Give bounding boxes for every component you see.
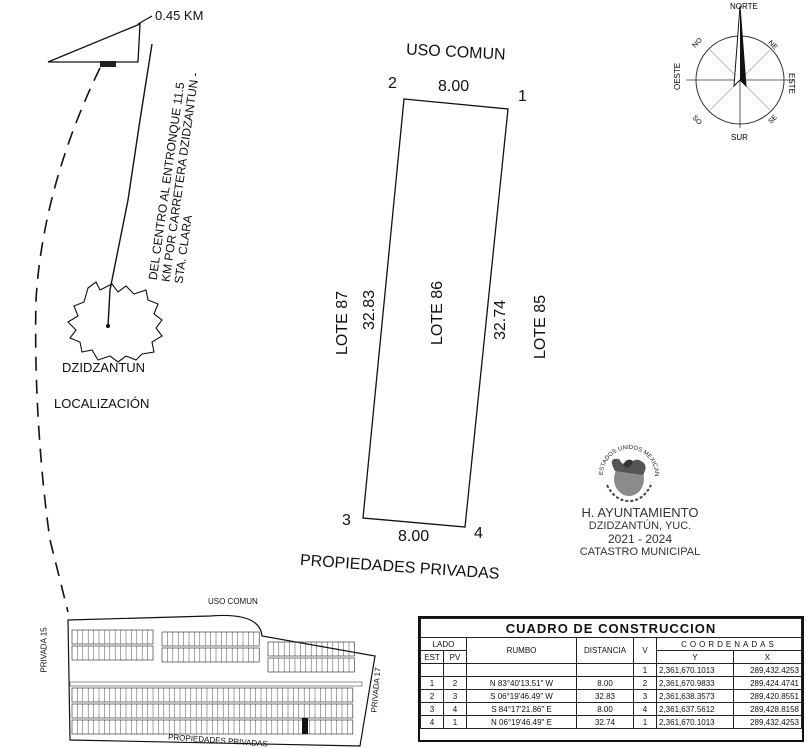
cell-dist: 8.00 (576, 676, 634, 690)
junction-marker-line (137, 15, 153, 25)
seal-line-4: CATASTRO MUNICIPAL (579, 546, 701, 558)
compass-ne: NE (767, 39, 779, 51)
compass-sw: SO (691, 114, 703, 126)
seal-line-2: DZIDZANTÚN, YUC. (588, 520, 692, 532)
vertex-1: 1 (518, 88, 527, 105)
location-sketch (34, 15, 163, 613)
compass-nw: NO (691, 37, 704, 50)
cell-rumbo: N 06°19'46.49" E (466, 715, 577, 729)
compass-north-arrow-fill (740, 6, 746, 86)
table-title: CUADRO DE CONSTRUCCION (420, 618, 802, 638)
col-y: Y (656, 650, 734, 664)
block-mini-map (67, 614, 376, 747)
cell-dist: 8.00 (576, 702, 634, 716)
road-line (107, 43, 153, 327)
compass-west: OESTE (673, 63, 682, 90)
cell-rumbo: S 06°19'46.49" W (466, 689, 577, 703)
cell-x: 289,428.8158 (732, 702, 803, 716)
cell-y: 2,361,670.1013 (656, 663, 734, 677)
cell-v: 1 (633, 715, 657, 729)
cell-pv: 3 (443, 689, 467, 703)
col-coordenadas: COORDENADAS (656, 637, 802, 651)
col-est: EST (420, 650, 444, 664)
cell-est: 1 (420, 676, 444, 690)
lot-strip (71, 629, 154, 645)
compass-east: ESTE (787, 73, 796, 94)
seal-line-1: H. AYUNTAMIENTO (581, 505, 699, 520)
table-row: 2 3 S 06°19'46.49" W 32.83 3 2,361,638.3… (420, 689, 803, 703)
table-row: 1 2,361,670.1013 289,432.4253 (420, 663, 803, 677)
col-lado: LADO (420, 637, 467, 651)
lot-plot (362, 98, 509, 528)
left-neighbor-label: LOTE 87 (334, 290, 351, 356)
plot-top-distance: 8.00 (438, 78, 470, 95)
cell-x: 289,424.4741 (732, 676, 803, 690)
center-lot-label: LOTE 86 (429, 280, 446, 346)
cell-est: 2 (420, 689, 444, 703)
town-label: DZIDZANTUN (62, 360, 146, 375)
cell-y: 2,361,638.3573 (656, 689, 734, 703)
cell-y: 2,361,637.5612 (656, 702, 734, 716)
col-distancia: DISTANCIA (576, 637, 634, 664)
compass-south: SUR (731, 133, 748, 142)
cell-x: 289,420.8551 (732, 689, 803, 703)
lot-strip (71, 645, 154, 661)
cell-pv: 1 (443, 715, 467, 729)
town-center-dot (106, 324, 110, 328)
town-outline (67, 281, 163, 363)
road-junction-triangle (47, 23, 141, 63)
table-row: 3 4 S 84°17'21.86" E 8.00 4 2,361,637.56… (420, 702, 803, 716)
left-distance: 32.83 (361, 289, 378, 331)
cell-rumbo: N 83°40'13.51" W (466, 676, 577, 690)
compass-se: SE (767, 114, 779, 126)
table-row: 4 1 N 06°19'46.49" E 32.74 1 2,361,670.1… (420, 715, 803, 729)
dashed-leader (34, 67, 101, 613)
cell-dist: 32.83 (576, 689, 634, 703)
compass-north: NORTE (730, 2, 758, 11)
cell-pv: 4 (443, 702, 467, 716)
cell-v: 2 (633, 676, 657, 690)
parcel-marker (100, 61, 116, 67)
cell-rumbo: S 84°17'21.86" E (466, 702, 577, 716)
compass-rose: NORTE SUR ESTE OESTE NO NE SO SE (673, 2, 796, 142)
seal-line-3: 2021 - 2024 (607, 532, 673, 546)
cell-pv: 2 (443, 676, 467, 690)
col-pv: PV (443, 650, 467, 664)
vertex-3: 3 (342, 512, 351, 529)
mini-left-label: PRIVADA 15 (39, 627, 49, 673)
cell-y: 2,361,670.1013 (656, 715, 734, 729)
vertex-4: 4 (474, 525, 483, 542)
lot-86-polygon (362, 98, 509, 528)
seal-emblem: ESTADOS UNIDOS MEXICANOS (593, 435, 659, 503)
cell-v: 3 (633, 689, 657, 703)
right-distance: 32.74 (492, 299, 509, 341)
cell-dist: 32.74 (576, 715, 634, 729)
eagle-head (623, 459, 633, 468)
cell-y: 2,361,670.9833 (656, 676, 734, 690)
cell-x: 289,432.4253 (732, 715, 803, 729)
block-boundary (67, 614, 376, 747)
cell-est: 3 (420, 702, 444, 716)
col-v: V (633, 637, 657, 664)
cell-est: 4 (420, 715, 444, 729)
col-x: X (732, 650, 803, 664)
construction-table: CUADRO DE CONSTRUCCION LADO RUMBO DISTAN… (418, 616, 804, 742)
distance-label: 0.45 KM (155, 8, 204, 23)
right-neighbor-label: LOTE 85 (532, 294, 549, 360)
location-label: LOCALIZACIÓN (54, 396, 150, 411)
vertex-2: 2 (388, 75, 397, 92)
mini-top-label: USO COMUN (208, 597, 258, 606)
highlighted-lot-86 (302, 718, 308, 734)
seal-text: H. AYUNTAMIENTO DZIDZANTÚN, YUC. 2021 - … (540, 505, 740, 558)
plot-bottom-distance: 8.00 (398, 528, 430, 545)
common-use-strip (69, 681, 363, 687)
table-row: 1 2 N 83°40'13.51" W 8.00 2 2,361,670.98… (420, 676, 803, 690)
cell-x: 289,432.4253 (732, 663, 803, 677)
cell-v: 1 (633, 663, 657, 677)
cell-v: 4 (633, 702, 657, 716)
col-rumbo: RUMBO (466, 637, 577, 664)
